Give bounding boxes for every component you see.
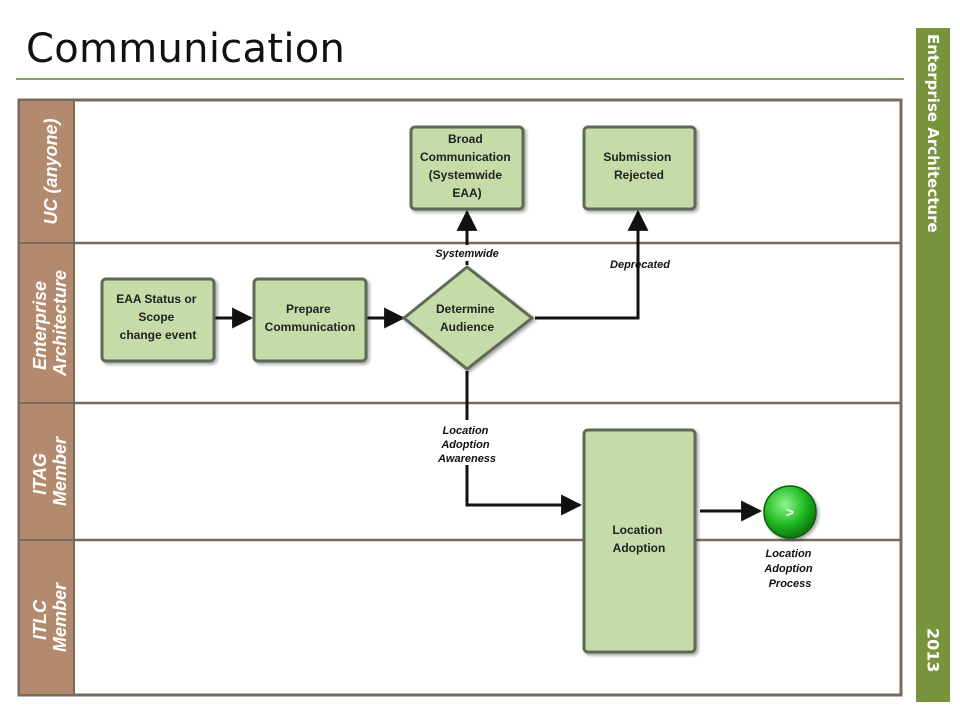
node-location-adoption-process[interactable]: > Location Adoption Process: [763, 485, 817, 590]
lane-label: ITAG Member: [30, 436, 70, 506]
node-label: Broad Communication (Systemwide EAA): [420, 132, 514, 200]
edge-label-text: Deprecated: [610, 259, 670, 271]
node-eaa-status-change[interactable]: EAA Status or Scope change event: [100, 277, 216, 363]
lane-header: [18, 242, 75, 404]
node-label-line: Broad: [448, 132, 483, 146]
title-divider: [16, 78, 904, 80]
slide-title: Communication: [26, 26, 346, 72]
node-label-line: EAA): [452, 186, 481, 200]
lane-label-line: Enterprise: [30, 281, 50, 370]
lane-itlc-member: ITLC Member: [18, 539, 75, 696]
connectors: [215, 209, 763, 522]
lane-header: [18, 539, 75, 696]
chevron-right-icon: >: [786, 504, 794, 520]
node-prepare-communication[interactable]: Prepare Communication: [252, 277, 368, 363]
swimlane-diagram: UC (anyone) Enterprise Architecture ITAG…: [17, 98, 903, 697]
process-label-line: Adoption: [763, 563, 813, 575]
lane-label-line: UC (anyone): [41, 118, 61, 224]
node-label-line: Determine: [436, 302, 495, 316]
node-label: Submission Rejected: [603, 150, 674, 182]
process-label-line: Location: [766, 548, 812, 560]
edge-label-line: Awareness: [437, 453, 496, 465]
node-label-line: Adoption: [613, 541, 666, 555]
arrow-determine-to-rejected: [535, 209, 649, 320]
lane-header: [18, 99, 75, 244]
lane-label-line: Member: [50, 582, 70, 652]
edge-label-deprecated: Deprecated: [610, 259, 670, 271]
process-label: Location Adoption Process: [763, 548, 815, 590]
lane-label-line: ITAG: [30, 453, 50, 495]
node-label-line: Prepare: [286, 302, 331, 316]
edge-label-line: Location: [443, 425, 489, 437]
node-label: Location Adoption: [612, 523, 665, 555]
node-label: EAA Status or Scope change event: [116, 292, 200, 342]
edge-label-awareness: Location Adoption Awareness: [430, 421, 506, 465]
year-label: 2013: [923, 628, 943, 673]
node-label-line: Location: [612, 523, 662, 537]
lane-itag-member: ITAG Member: [18, 402, 75, 541]
lane-label: UC (anyone): [41, 118, 61, 224]
lane-uc: UC (anyone): [18, 99, 75, 244]
node-label-line: Audience: [440, 320, 494, 334]
process-circle[interactable]: [763, 485, 817, 539]
node-label-line: Rejected: [614, 168, 664, 182]
lane-enterprise-architecture: Enterprise Architecture: [18, 242, 75, 404]
node-label-line: Submission: [603, 150, 671, 164]
node-label-line: (Systemwide: [429, 168, 503, 182]
arrow-determine-to-adoption: [465, 463, 583, 516]
side-bar: Enterprise Architecture 2013 16: [916, 28, 950, 718]
edge-label-text: Location Adoption Awareness: [437, 425, 496, 465]
node-label-line: Scope: [138, 310, 174, 324]
node-submission-rejected[interactable]: Submission Rejected: [582, 125, 697, 211]
lane-header: [18, 402, 75, 541]
node-location-adoption[interactable]: Location Adoption: [582, 428, 697, 654]
node-determine-audience[interactable]: Determine Audience: [401, 265, 535, 371]
edge-label-text: Systemwide: [435, 248, 499, 260]
sidebar-label: Enterprise Architecture: [924, 34, 942, 233]
node-label-line: EAA Status or: [116, 292, 197, 306]
node-label: Prepare Communication: [265, 302, 356, 334]
lane-label: Enterprise Architecture: [30, 270, 70, 377]
node-label-line: change event: [120, 328, 197, 342]
process-label-line: Process: [769, 578, 812, 590]
edge-label-systemwide: Systemwide: [428, 245, 506, 261]
node-label-line: Communication: [420, 150, 511, 164]
lane-label-line: Member: [50, 436, 70, 506]
node-label-line: Communication: [265, 320, 356, 334]
edge-label-line: Adoption: [440, 439, 490, 451]
lane-label-line: Architecture: [50, 270, 70, 377]
node-broad-communication[interactable]: Broad Communication (Systemwide EAA): [409, 125, 525, 211]
node-label: Determine Audience: [436, 302, 498, 334]
lane-label-line: ITLC: [30, 599, 50, 640]
lane-label: ITLC Member: [30, 582, 70, 652]
page-number: 16: [926, 704, 940, 718]
